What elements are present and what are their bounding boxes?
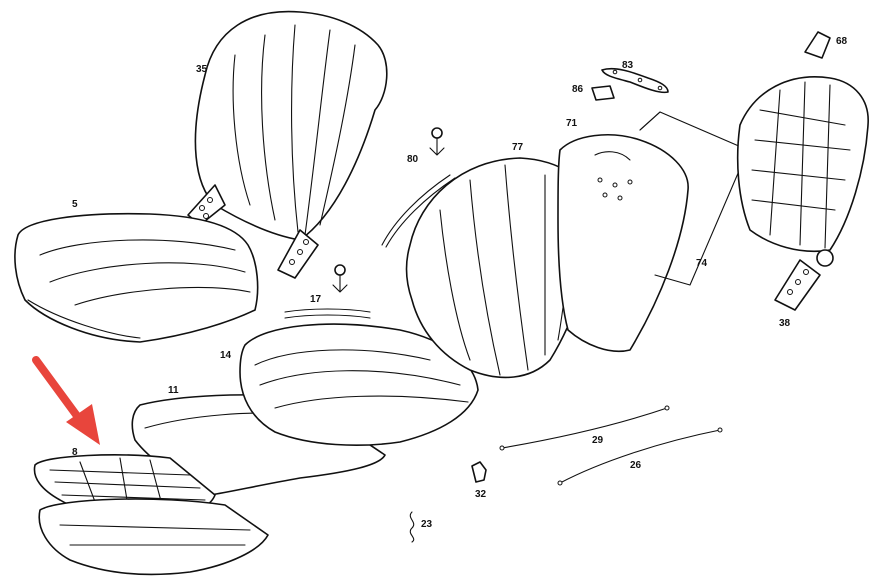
part-23-spring[interactable] xyxy=(409,511,415,543)
part-68-trim-cap[interactable] xyxy=(804,31,831,59)
part-14-seat-cushion-upper[interactable] xyxy=(239,323,479,446)
part-5-seat-cushion[interactable] xyxy=(14,212,259,343)
part-8-spring-frame[interactable] xyxy=(33,454,269,576)
label-part-8: 8 xyxy=(72,447,78,458)
label-part-77: 77 xyxy=(512,142,524,153)
label-part-29: 29 xyxy=(592,435,604,446)
label-part-74: 74 xyxy=(696,258,708,269)
label-part-38: 38 xyxy=(779,318,791,329)
label-part-86: 86 xyxy=(572,84,584,95)
pointer-arrow xyxy=(32,356,100,445)
label-part-5: 5 xyxy=(72,199,78,210)
label-part-35: 35 xyxy=(196,64,208,75)
label-part-83: 83 xyxy=(622,60,634,71)
part-77-backrest-foam[interactable] xyxy=(405,157,599,379)
part-83-bracket[interactable] xyxy=(601,67,669,94)
label-part-14: 14 xyxy=(220,350,232,361)
part-32-clip[interactable] xyxy=(471,461,487,483)
label-part-68: 68 xyxy=(836,36,848,47)
label-part-17: 17 xyxy=(310,294,322,305)
part-86-clip[interactable] xyxy=(591,85,615,101)
part-71-back-shell[interactable] xyxy=(557,134,689,353)
part-29-cable[interactable] xyxy=(499,405,670,451)
label-part-11: 11 xyxy=(168,385,179,396)
label-part-71: 71 xyxy=(566,118,578,129)
label-part-26: 26 xyxy=(630,460,642,471)
part-35-backrest-cushion[interactable] xyxy=(187,10,388,279)
label-part-32: 32 xyxy=(475,489,487,500)
label-part-23: 23 xyxy=(421,519,433,530)
part-80-rod[interactable] xyxy=(381,127,456,248)
part-38-backrest-frame[interactable] xyxy=(736,76,869,311)
part-17-clip[interactable] xyxy=(284,264,371,319)
label-part-80: 80 xyxy=(407,154,419,165)
part-26-cable[interactable] xyxy=(557,427,723,486)
